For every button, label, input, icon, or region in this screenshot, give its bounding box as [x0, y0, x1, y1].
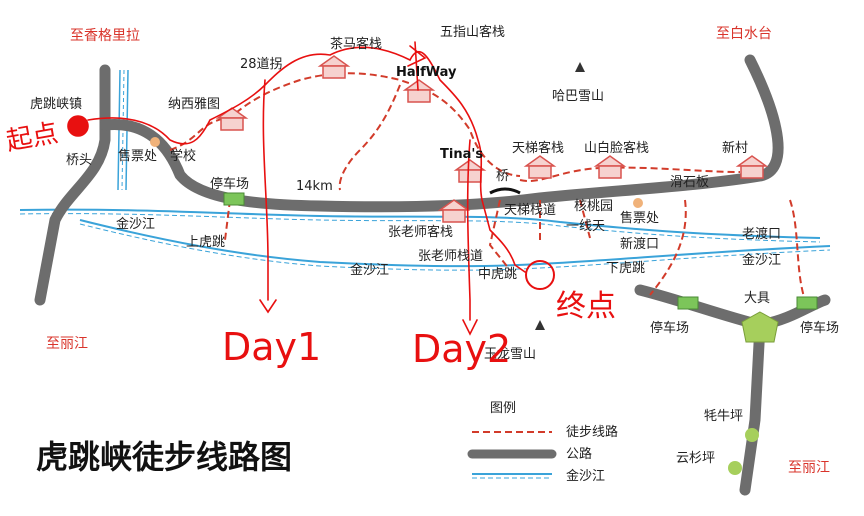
bridge-icon: [489, 187, 521, 195]
ticket-office-1-label: 售票处: [118, 148, 157, 164]
daju-label: 大具: [744, 291, 770, 306]
xiahutiao-label: 下虎跳: [606, 261, 645, 276]
teacher-zhang-path-label: 张老师栈道: [418, 249, 483, 264]
inn-newvillage-icon: [735, 155, 769, 179]
to-lijiang-left-label: 至丽江: [46, 336, 88, 352]
to-lijiang-right-label: 至丽江: [788, 460, 830, 476]
halfway-flag: [407, 41, 427, 91]
hetaoyuan-label: 核桃园: [574, 199, 613, 214]
wuzhishan-inn-label: 五指山客栈: [440, 24, 505, 40]
school-label: 学校: [170, 148, 196, 164]
naxi-inn-label: 纳西雅图: [168, 97, 220, 112]
parking-3-label: 停车场: [800, 320, 839, 336]
tianti-path-label: 天梯栈道: [504, 203, 556, 218]
to-shangrila-label: 至香格里拉: [70, 28, 140, 44]
chama-inn-label: 茶马客栈: [330, 36, 382, 52]
inn-baiface-icon: [593, 155, 627, 179]
day1-arrow: [259, 79, 277, 314]
legend-river-label: 金沙江: [566, 468, 605, 484]
maoniuping-label: 牦牛坪: [704, 409, 743, 424]
hutiao-town-label: 虎跳峡镇: [30, 97, 82, 112]
shanghutiao-label: 上虎跳: [186, 235, 225, 250]
lao-ferry-label: 老渡口: [742, 226, 781, 242]
inn-tinas-icon: [453, 159, 487, 183]
tinas-label: Tina's: [440, 147, 483, 162]
start-annotation: 起点: [4, 118, 60, 157]
bridge-label: 桥: [496, 169, 509, 184]
start-point-mark: [67, 115, 89, 137]
day1-annotation: Day1: [222, 325, 321, 369]
parking-markers: [223, 192, 818, 310]
km14-label: 14km: [296, 179, 333, 194]
yulong-mountain-icon: [535, 320, 545, 330]
parking-2-marker: [677, 296, 699, 310]
jinsha-1-label: 金沙江: [116, 216, 155, 232]
parking-3-marker: [796, 296, 818, 310]
yixiantian-label: 一线天: [566, 219, 605, 234]
yulong-mountain-label: 玉龙雪山: [484, 347, 536, 362]
ticket-office-2-marker: [633, 198, 643, 208]
jinsha-2-label: 金沙江: [350, 262, 389, 278]
legend-road-label: 公路: [566, 446, 592, 462]
yunshanping-label: 云杉坪: [676, 451, 715, 466]
end-annotation: 终点: [556, 289, 616, 324]
parking-2-label: 停车场: [650, 320, 689, 336]
parking-1-marker: [223, 192, 245, 206]
ticket-office-1-marker: [150, 137, 160, 147]
inn-icons: [215, 55, 769, 223]
baiface-inn-label: 山白脸客栈: [584, 140, 649, 156]
road-lines: [34, 54, 831, 496]
day2-annotation: Day2: [412, 327, 511, 371]
bridge-head-label: 桥头: [66, 153, 92, 168]
tianti-inn-label: 天梯客栈: [512, 140, 564, 156]
daju-marker: [741, 311, 779, 343]
turns-28-label: 28道拐: [240, 57, 283, 72]
parking-1-label: 停车场: [210, 176, 249, 192]
inn-halfway-icon: [402, 79, 436, 103]
inn-teacherzhang-icon: [437, 199, 471, 223]
maoniuping-marker: [745, 428, 759, 442]
legend-title: 图例: [490, 401, 516, 416]
inn-chama-icon: [317, 55, 351, 79]
to-baishuitai-label: 至白水台: [716, 26, 772, 42]
map-title: 虎跳峡徒步线路图: [36, 438, 292, 476]
inn-tianti-icon: [523, 155, 557, 179]
ticket-office-2-label: 售票处: [620, 210, 659, 226]
haba-mountain-label: 哈巴雪山: [552, 89, 604, 104]
end-point-mark: [525, 260, 555, 290]
legend-trail-label: 徒步线路: [566, 424, 618, 440]
teacher-zhang-inn-label: 张老师客栈: [388, 224, 453, 240]
haba-mountain-icon: [575, 62, 585, 72]
legend-swatches: [467, 431, 557, 479]
huashiban-label: 滑石板: [670, 175, 709, 190]
jinsha-3-label: 金沙江: [742, 252, 781, 268]
new-village-label: 新村: [722, 140, 748, 156]
halfway-label: HalfWay: [396, 65, 457, 80]
inn-naxi-icon: [215, 107, 249, 131]
handwritten-routes: [67, 41, 555, 336]
yunshanping-marker: [728, 461, 742, 475]
xin-ferry-label: 新渡口: [620, 236, 659, 252]
zhonghutiao-label: 中虎跳: [478, 267, 517, 282]
day2-arrow: [462, 139, 478, 336]
